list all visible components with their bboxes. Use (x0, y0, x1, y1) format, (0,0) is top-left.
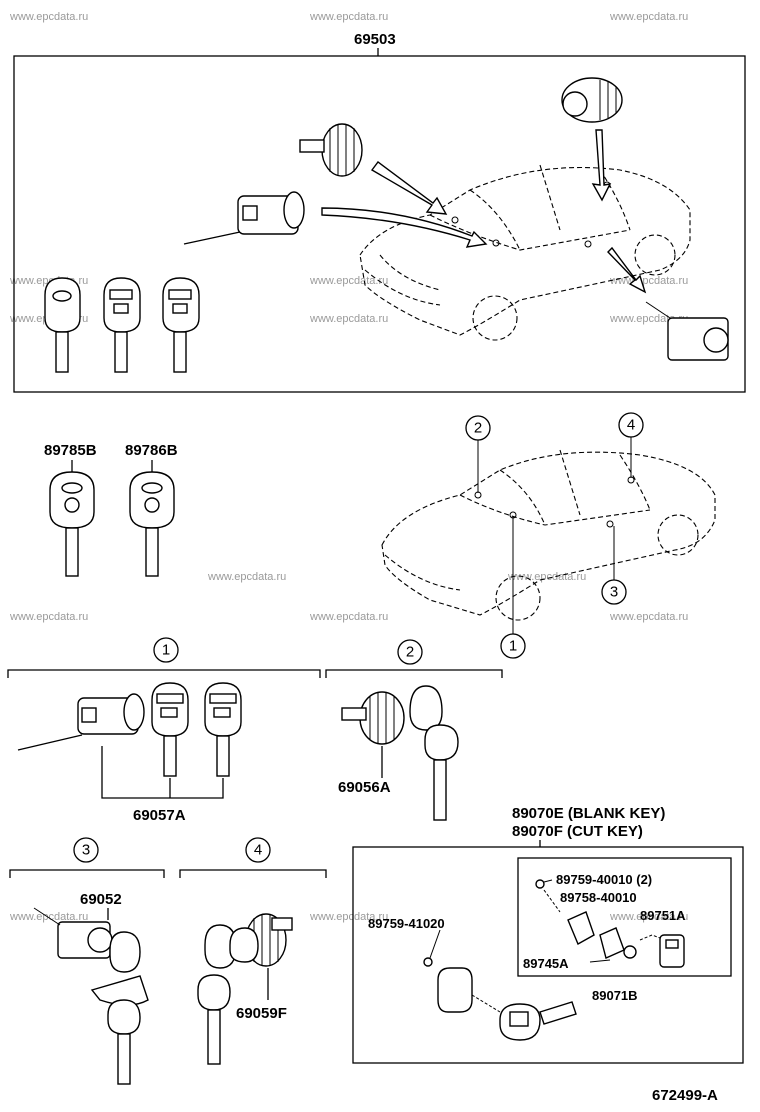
watermark: www.epcdata.ru (207, 571, 286, 583)
svg-text:2: 2 (406, 644, 414, 661)
door-cylinder-top (299, 123, 363, 177)
svg-text:3: 3 (610, 584, 618, 601)
remote-key-2 (129, 471, 175, 577)
case-b-label: 89758-40010 (560, 890, 637, 905)
board-label: 89751A (640, 908, 686, 923)
watermark: www.epcdata.ru (609, 611, 688, 623)
svg-text:2: 2 (474, 420, 482, 437)
callout-1-section: 1 (153, 637, 179, 663)
cut-key-label: 89070F (CUT KEY) (512, 823, 643, 840)
callout-1-car: 1 (500, 633, 526, 659)
watermark: www.epcdata.ru (309, 275, 388, 287)
keys-top (44, 277, 200, 373)
transmitter-frame (352, 846, 744, 1064)
watermark: www.epcdata.ru (9, 611, 88, 623)
svg-text:1: 1 (509, 638, 517, 655)
watermark: www.epcdata.ru (309, 911, 388, 923)
callout-4-section: 4 (245, 837, 271, 863)
remote-key-1-label: 89785B (44, 442, 97, 459)
callout-2-section: 2 (397, 639, 423, 665)
set-4-label: 69059F (236, 1005, 287, 1022)
ignition-cylinder-top (183, 191, 305, 245)
blank-key-label: 89070E (BLANK KEY) (512, 805, 665, 822)
watermark: www.epcdata.ru (309, 611, 388, 623)
set-2-parts (341, 685, 459, 821)
trunk-cylinder-top (561, 77, 623, 123)
car-illustration-middle (381, 437, 716, 634)
set-4-parts (197, 913, 293, 1065)
watermark: www.epcdata.ru (309, 11, 388, 23)
watermark: www.epcdata.ru (609, 911, 688, 923)
set-2-label: 69056A (338, 779, 391, 796)
battery-label: 89745A (523, 956, 569, 971)
top-assembly-label: 69503 (354, 31, 396, 48)
remote-key-2-label: 89786B (125, 442, 178, 459)
top-assembly-frame (13, 55, 746, 393)
svg-text:4: 4 (254, 842, 262, 859)
set-1-parts (17, 682, 242, 799)
set-3-parts (33, 907, 149, 1085)
watermark: www.epcdata.ru (309, 313, 388, 325)
watermark: www.epcdata.ru (609, 275, 688, 287)
callout-2-car: 2 (465, 415, 491, 441)
remote-key-1 (49, 471, 95, 577)
callout-3-section: 3 (73, 837, 99, 863)
transmitter-parts (423, 879, 685, 1041)
watermark: www.epcdata.ru (9, 11, 88, 23)
figure-number: 672499-A (652, 1087, 718, 1104)
callout-3-car: 3 (601, 579, 627, 605)
svg-text:4: 4 (627, 417, 635, 434)
transmitter-inner-frame (517, 857, 732, 977)
screw-c-label: 89759-41020 (368, 916, 445, 931)
screw-a-label: 89759-40010 (2) (556, 872, 652, 887)
callout-4-car: 4 (618, 412, 644, 438)
svg-text:3: 3 (82, 842, 90, 859)
set-3-label: 69052 (80, 891, 122, 908)
svg-text:1: 1 (162, 642, 170, 659)
glovebox-cylinder-top (645, 301, 729, 361)
watermark: www.epcdata.ru (609, 11, 688, 23)
set-1-label: 69057A (133, 807, 186, 824)
transmitter-label: 89071B (592, 988, 638, 1003)
